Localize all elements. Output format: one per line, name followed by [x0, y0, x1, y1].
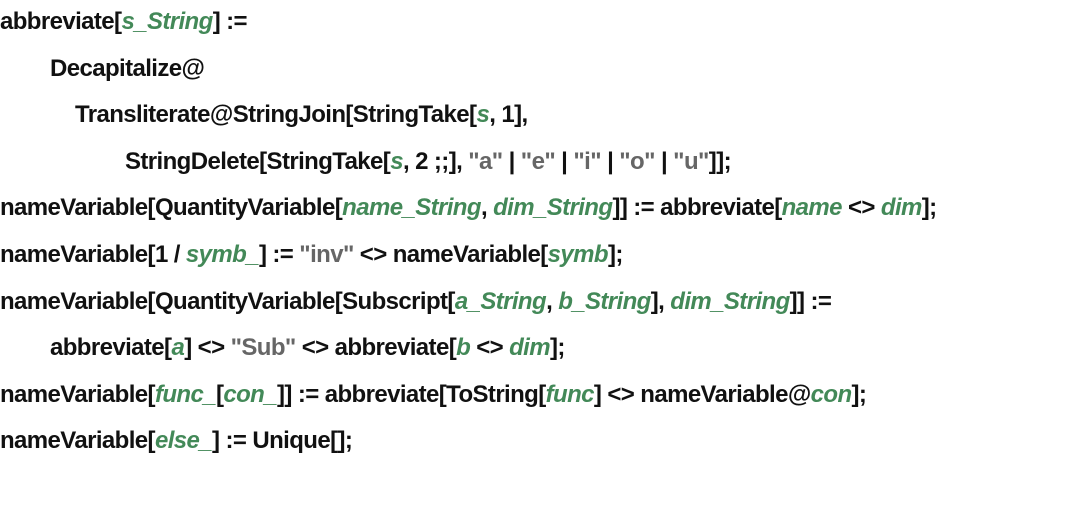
- code-line: abbreviate[a] <> "Sub" <> abbreviate[b <…: [0, 328, 1084, 375]
- code-token: ,: [546, 287, 559, 315]
- pattern-variable: else_: [154, 427, 213, 455]
- code-token: <>: [841, 194, 881, 222]
- pattern-variable: symb: [547, 240, 609, 268]
- code-token: [: [215, 380, 224, 408]
- pattern-variable: con_: [223, 380, 277, 408]
- code-token: |: [654, 147, 674, 175]
- pattern-variable: dim_String: [670, 287, 790, 315]
- code-token: ]] := abbreviate[ToString[: [277, 380, 546, 408]
- code-token: <>: [470, 334, 510, 362]
- code-token: ] :=: [258, 240, 300, 268]
- pattern-variable: name: [781, 194, 843, 222]
- code-token: Decapitalize@: [50, 54, 205, 82]
- pattern-variable: b_String: [558, 287, 651, 315]
- code-line: Transliterate@StringJoin[StringTake[s, 1…: [0, 95, 1084, 142]
- pattern-variable: dim_String: [493, 194, 613, 222]
- code-token: ],: [650, 287, 671, 315]
- string-literal: "a": [468, 147, 503, 175]
- code-token: |: [555, 147, 574, 175]
- pattern-variable: symb_: [185, 240, 260, 268]
- code-token: |: [601, 147, 620, 175]
- string-literal: "i": [573, 147, 602, 175]
- string-literal: "o": [619, 147, 655, 175]
- code-token: , 1],: [489, 101, 528, 129]
- string-literal: "inv": [299, 240, 354, 268]
- pattern-variable: a_String: [454, 287, 547, 315]
- code-token: ];: [851, 380, 867, 408]
- code-token: ];: [550, 334, 565, 362]
- code-token: abbreviate[: [0, 8, 122, 35]
- pattern-variable: b: [456, 334, 471, 362]
- string-literal: "Sub": [230, 334, 297, 362]
- code-token: ]] := abbreviate[: [612, 194, 782, 222]
- code-line: StringDelete[StringTake[s, 2 ;;], "a" | …: [0, 142, 1084, 189]
- code-token: nameVariable[: [0, 380, 156, 408]
- code-token: ];: [921, 194, 937, 222]
- pattern-variable: s: [390, 147, 403, 175]
- code-token: <> abbreviate[: [295, 334, 457, 362]
- pattern-variable: a: [171, 334, 185, 362]
- code-line: nameVariable[QuantityVariable[Subscript[…: [0, 282, 1084, 329]
- code-token: ] :=: [212, 8, 248, 35]
- pattern-variable: s_String: [121, 8, 213, 35]
- pattern-variable: name_String: [342, 194, 481, 222]
- pattern-variable: s: [476, 101, 490, 129]
- string-literal: "e": [520, 147, 556, 175]
- pattern-variable: dim: [509, 334, 550, 362]
- code-token: ] <>: [184, 334, 231, 362]
- code-token: , 2 ;;],: [402, 147, 469, 175]
- code-token: ];: [607, 240, 623, 268]
- code-token: ]] :=: [789, 287, 832, 315]
- code-line: abbreviate[s_String] :=: [0, 2, 1084, 49]
- code-token: abbreviate[: [50, 334, 172, 362]
- code-token: StringDelete[StringTake[: [125, 147, 391, 175]
- code-token: nameVariable[QuantityVariable[Subscript[: [0, 287, 455, 315]
- code-token: nameVariable[: [0, 427, 156, 455]
- code-token: <> nameVariable[: [353, 240, 548, 268]
- code-line: nameVariable[QuantityVariable[name_Strin…: [0, 188, 1084, 235]
- code-token: Transliterate@StringJoin[StringTake[: [75, 101, 477, 129]
- code-line: nameVariable[func_[con_]] := abbreviate[…: [0, 375, 1084, 422]
- code-token: ]];: [708, 147, 732, 175]
- code-token: nameVariable[1 /: [0, 240, 186, 268]
- code-line: nameVariable[else_] := Unique[];: [0, 421, 1084, 468]
- pattern-variable: dim: [880, 194, 922, 222]
- code-token: |: [502, 147, 521, 175]
- string-literal: "u": [673, 147, 709, 175]
- code-token: ] <> nameVariable@: [593, 380, 811, 408]
- pattern-variable: con: [810, 380, 852, 408]
- code-line: Decapitalize@: [0, 49, 1084, 96]
- pattern-variable: func: [545, 380, 595, 408]
- code-token: ] := Unique[];: [212, 427, 353, 455]
- code-token: ,: [480, 194, 494, 222]
- code-cell[interactable]: abbreviate[s_String] :=Decapitalize@Tran…: [0, 0, 1084, 468]
- pattern-variable: func_: [154, 380, 217, 408]
- code-line: nameVariable[1 / symb_] := "inv" <> name…: [0, 235, 1084, 282]
- code-token: nameVariable[QuantityVariable[: [0, 194, 343, 222]
